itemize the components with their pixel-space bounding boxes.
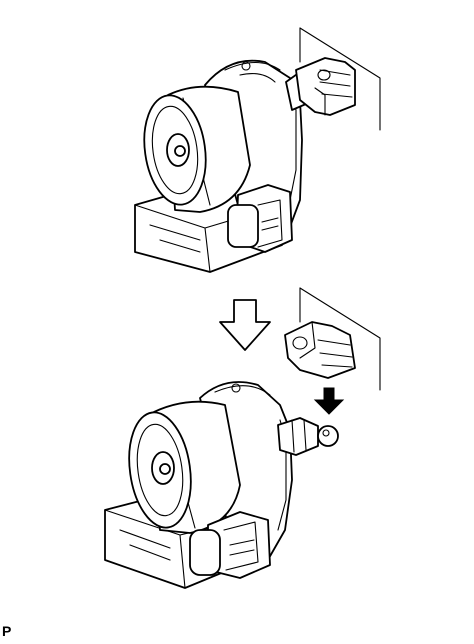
removed-socket-clip	[284, 321, 356, 379]
bottom-motor-can	[128, 400, 241, 534]
top-motor-can	[143, 85, 251, 213]
middle-wall-panel	[299, 287, 381, 391]
bottom-electrical-connector	[189, 511, 271, 579]
figure-corner-code: P	[2, 623, 12, 639]
removed-motor-assembly	[104, 381, 339, 589]
top-electrical-connector	[227, 184, 293, 253]
step-arrow-icon	[219, 299, 271, 351]
installed-motor-assembly	[134, 27, 381, 273]
top-wall-panel	[299, 27, 381, 131]
down-direction-arrow-icon	[313, 387, 345, 415]
ball-joint-shaft	[277, 417, 339, 456]
top-socket-clip	[295, 57, 356, 116]
